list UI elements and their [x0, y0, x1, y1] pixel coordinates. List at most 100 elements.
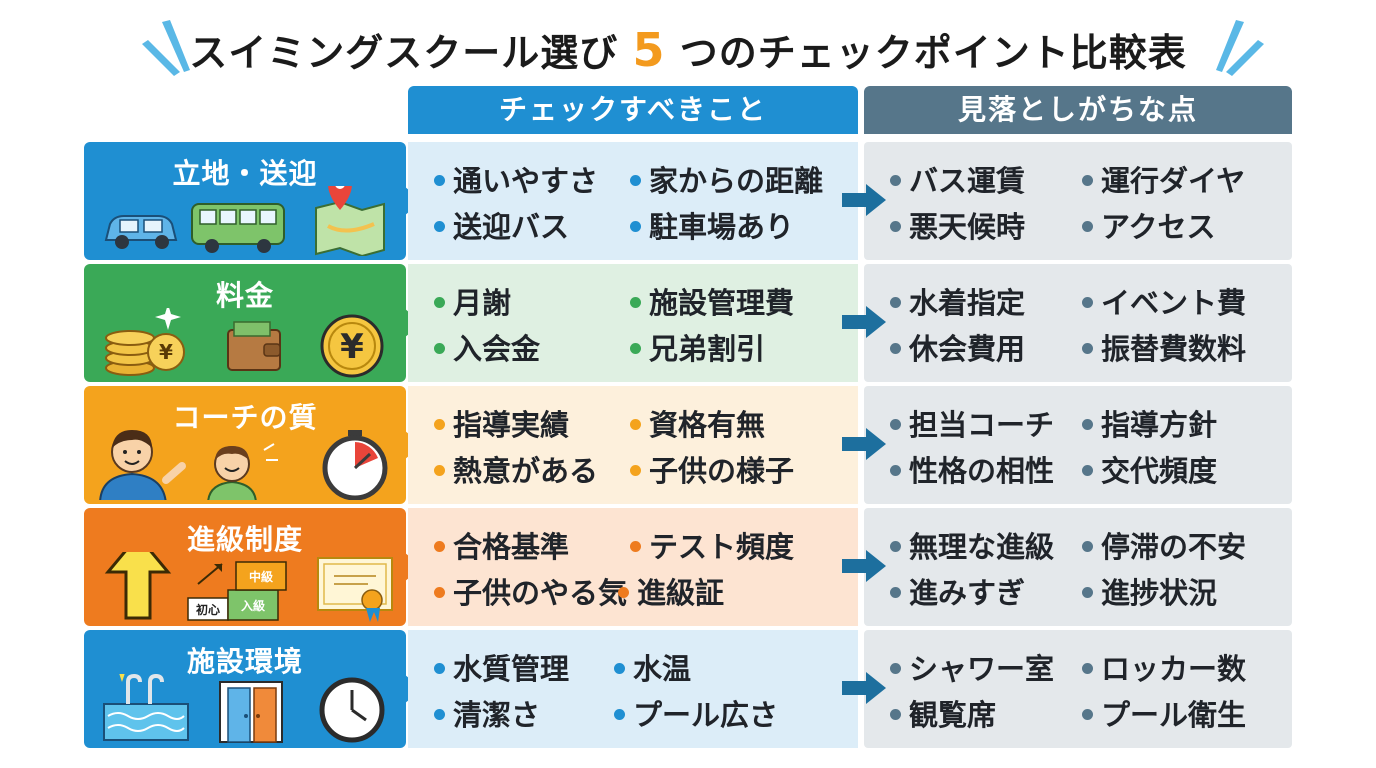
- sparkle-left-icon: [142, 20, 190, 76]
- right-arrow-icon: [842, 672, 886, 704]
- miss-cell-fee: 水着指定 イベント費 休会費用 振替費数料: [864, 264, 1292, 382]
- wallet-icon: [227, 321, 281, 371]
- category-facility: 施設環境: [84, 630, 406, 748]
- location-icons: [104, 186, 385, 256]
- category-label: コーチの質: [172, 401, 318, 434]
- title-area: スイミングスクール選び 5 つのチェックポイント比較表: [0, 14, 1376, 78]
- bus-icon: [191, 203, 285, 253]
- row-level: 進級制度 初心 入級 中級: [84, 508, 1294, 626]
- miss-item: 運行ダイヤ: [1082, 158, 1245, 200]
- category-coach: コーチの質: [84, 386, 406, 504]
- miss-cell-facility: シャワー室 ロッカー数 観覧席 プール衛生: [864, 630, 1292, 748]
- car-icon: [104, 215, 178, 249]
- check-item: 熱意がある: [434, 448, 598, 490]
- category-label: 進級制度: [186, 523, 303, 556]
- right-arrow-icon: [842, 428, 886, 460]
- right-arrow-icon: [842, 550, 886, 582]
- miss-item: 停滞の不安: [1082, 524, 1246, 566]
- miss-item: プール衛生: [1082, 692, 1246, 734]
- miss-item: イベント費: [1082, 280, 1246, 322]
- facility-icons: [103, 674, 385, 743]
- miss-cell-coach: 担当コーチ 指導方針 性格の相性 交代頻度: [864, 386, 1292, 504]
- check-item: 通いやすさ: [434, 158, 598, 200]
- category-label: 施設環境: [186, 645, 303, 678]
- coach-icons: [99, 430, 388, 500]
- sparkle-icon: [119, 674, 125, 682]
- child-icon: [207, 443, 278, 500]
- title-main: スイミングスクール選び: [189, 31, 619, 75]
- sparkle-right-icon: [1216, 20, 1264, 76]
- check-cell-facility: 水質管理 水温 清潔さ プール広さ: [408, 630, 858, 748]
- check-item: プール広さ: [614, 692, 778, 734]
- row-location: 立地・送迎 通いや: [84, 142, 1294, 260]
- check-item: 入会金: [434, 326, 540, 368]
- check-item: 子供の様子: [630, 448, 794, 490]
- check-item: 指導実績: [434, 402, 569, 444]
- category-label: 料金: [215, 279, 274, 312]
- check-cell-fee: 月謝 施設管理費 入会金 兄弟割引: [408, 264, 858, 382]
- miss-cell-level: 無理な進級 停滞の不安 進みすぎ 進捗状況: [864, 508, 1292, 626]
- miss-cell-location: バス運賃 運行ダイヤ 悪天候時 アクセス: [864, 142, 1292, 260]
- coin-yen-text: ¥: [159, 340, 173, 364]
- check-item: 進級証: [618, 570, 724, 612]
- row-facility: 施設環境: [84, 630, 1294, 748]
- level-label: 初心: [196, 602, 220, 617]
- level-label: 中級: [249, 569, 273, 584]
- miss-item: 休会費用: [890, 326, 1025, 368]
- miss-item: 無理な進級: [890, 524, 1054, 566]
- category-level: 進級制度 初心 入級 中級: [84, 508, 406, 626]
- check-item: 子供のやる気: [434, 570, 627, 612]
- check-item: 月謝: [434, 280, 511, 322]
- map-pin-icon: [315, 186, 385, 256]
- miss-item: アクセス: [1082, 204, 1216, 246]
- coins-icon: ¥: [105, 330, 185, 376]
- pool-icon: [103, 674, 189, 741]
- miss-item: 性格の相性: [890, 448, 1054, 490]
- up-arrow-icon: [104, 552, 172, 620]
- door-icon: [219, 681, 283, 743]
- category-fee: 料金 ¥ ¥: [84, 264, 406, 382]
- miss-item: 交代頻度: [1082, 448, 1217, 490]
- sparkle-icon: [155, 308, 181, 330]
- check-item: 水温: [614, 646, 691, 688]
- category-label: 立地・送迎: [172, 157, 318, 190]
- stopwatch-icon: [322, 430, 388, 500]
- miss-item: ロッカー数: [1082, 646, 1246, 688]
- check-item: 施設管理費: [630, 280, 794, 322]
- miss-item: 観覧席: [890, 692, 996, 734]
- yen-icon: ¥: [320, 314, 384, 378]
- category-location: 立地・送迎: [84, 142, 406, 260]
- page-title: スイミングスクール選び 5 つのチェックポイント比較表: [0, 22, 1376, 77]
- row-coach: コーチの質: [84, 386, 1294, 504]
- miss-item: バス運賃: [890, 158, 1025, 200]
- check-cell-level: 合格基準 テスト頻度 子供のやる気 進級証: [408, 508, 858, 626]
- check-item: 資格有無: [630, 402, 765, 444]
- title-suffix: つのチェックポイント比較表: [679, 31, 1187, 75]
- yen-text: ¥: [340, 327, 364, 367]
- miss-item: 進みすぎ: [890, 570, 1025, 612]
- right-arrow-icon: [842, 306, 886, 338]
- check-item: 駐車場あり: [630, 204, 794, 246]
- miss-item: 振替費数料: [1082, 326, 1246, 368]
- fee-icons: ¥ ¥: [105, 308, 384, 378]
- title-number: 5: [632, 23, 666, 77]
- check-cell-coach: 指導実績 資格有無 熱意がある 子供の様子: [408, 386, 858, 504]
- check-cell-location: 通いやすさ 家からの距離 送迎バス 駐車場あり: [408, 142, 858, 260]
- miss-item: 担当コーチ: [890, 402, 1054, 444]
- clock-icon: [319, 677, 385, 743]
- certificate-icon: [317, 557, 393, 622]
- header-miss: 見落としがちな点: [864, 86, 1292, 134]
- miss-item: シャワー室: [890, 646, 1054, 688]
- level-steps-icon: 初心 入級 中級: [187, 561, 287, 621]
- miss-item: 進捗状況: [1082, 570, 1217, 612]
- check-item: 水質管理: [434, 646, 569, 688]
- level-icons: 初心 入級 中級: [104, 552, 393, 622]
- right-arrow-icon: [842, 184, 886, 216]
- miss-item: 水着指定: [890, 280, 1025, 322]
- miss-item: 指導方針: [1082, 402, 1217, 444]
- check-item: 清潔さ: [434, 692, 540, 734]
- header-check: チェックすべきこと: [408, 86, 858, 134]
- row-fee: 料金 ¥ ¥: [84, 264, 1294, 382]
- miss-item: 悪天候時: [890, 204, 1025, 246]
- level-label: 入級: [241, 598, 265, 613]
